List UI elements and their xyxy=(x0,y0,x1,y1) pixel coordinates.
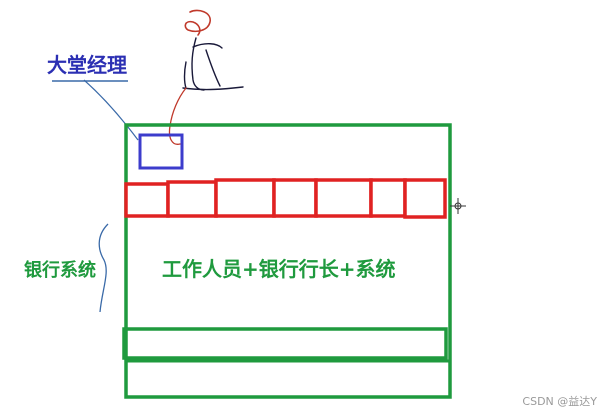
counter-window xyxy=(314,178,373,218)
manager-label: 大堂经理 xyxy=(47,53,127,77)
counter-window xyxy=(124,182,170,218)
person-head xyxy=(184,9,211,36)
counter-windows xyxy=(124,178,447,219)
staff-system-label: 工作人员+银行行长+系统 xyxy=(162,257,396,281)
person-body xyxy=(182,37,244,91)
bank-building xyxy=(124,123,452,399)
counter-window xyxy=(214,178,276,218)
cursor-crosshair-icon xyxy=(450,198,466,214)
counter-window xyxy=(272,178,318,218)
annotation-arrow-manager xyxy=(83,79,139,141)
manager-desk-box xyxy=(138,133,184,170)
watermark: CSDN @益达Y xyxy=(522,395,597,408)
counter-window xyxy=(166,180,218,218)
counter-window xyxy=(369,178,407,218)
annotation-bracket xyxy=(98,223,109,313)
counter-window xyxy=(403,178,447,219)
bottom-section xyxy=(122,327,448,360)
banking-system-label: 银行系统 xyxy=(24,260,96,281)
